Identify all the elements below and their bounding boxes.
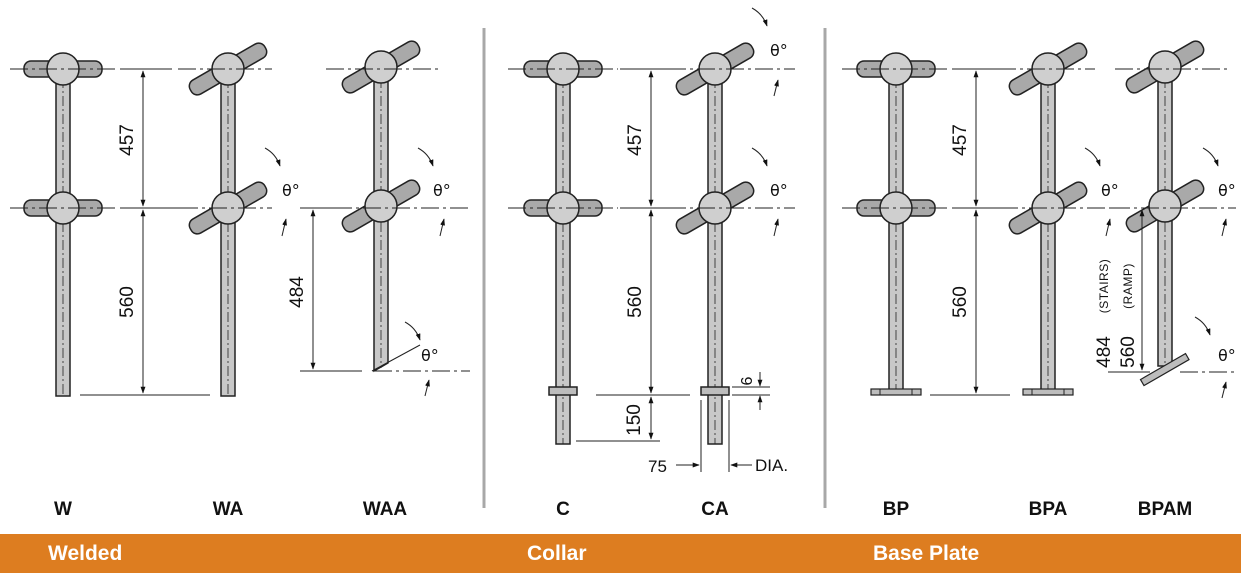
category-base-plate: Base Plate: [873, 542, 980, 565]
dim-457-c: 457: [625, 124, 646, 156]
theta-label-waa-top: θ°: [433, 181, 451, 200]
stanchion-ca: [668, 42, 795, 445]
category-welded: Welded: [48, 542, 123, 565]
stanchion-bpam: [1112, 40, 1236, 387]
dim-560-bp: 560: [950, 286, 971, 318]
code-waa: WAA: [363, 499, 408, 520]
stanchion-wa: [178, 42, 272, 397]
dia-label-ca: DIA.: [755, 456, 788, 475]
code-w: W: [54, 499, 72, 520]
theta-label-bpam-top: θ°: [1218, 181, 1236, 200]
theta-label-bpa: θ°: [1101, 181, 1119, 200]
stanchion-w: [10, 52, 118, 397]
code-bpam: BPAM: [1138, 499, 1193, 520]
dim-150-c: 150: [624, 404, 645, 436]
code-wa: WA: [213, 499, 244, 520]
ramp-label-bpam: (RAMP): [1121, 263, 1135, 309]
stanchion-bp: [842, 52, 950, 396]
code-ca: CA: [701, 499, 729, 520]
dim-484-waa: 484: [287, 276, 308, 308]
stanchion-c: [508, 52, 618, 445]
dim-560-w: 560: [117, 286, 138, 318]
code-bpa: BPA: [1029, 499, 1068, 520]
stanchion-waa: [326, 40, 470, 373]
theta-label-ca-mid: θ°: [770, 181, 788, 200]
stairs-label-bpam: (STAIRS): [1097, 259, 1111, 313]
stanchion-bpa: [998, 42, 1130, 396]
dim-560-bpam: 560: [1118, 336, 1139, 368]
code-c: C: [556, 499, 570, 520]
theta-label-bpam-bottom: θ°: [1218, 346, 1236, 365]
category-collar: Collar: [527, 542, 587, 565]
dim-484-bpam: 484: [1094, 336, 1115, 368]
dim-75-ca: 75: [648, 457, 667, 476]
category-bar: Welded Collar Base Plate: [0, 534, 1241, 573]
theta-label-waa-bottom: θ°: [421, 346, 439, 365]
dim-457-w: 457: [117, 124, 138, 156]
dim-560-c: 560: [625, 286, 646, 318]
theta-label-ca-top: θ°: [770, 41, 788, 60]
dim-457-bp: 457: [950, 124, 971, 156]
code-bp: BP: [883, 499, 910, 520]
theta-label-wa: θ°: [282, 181, 300, 200]
dim-6-ca: 6: [739, 376, 756, 385]
